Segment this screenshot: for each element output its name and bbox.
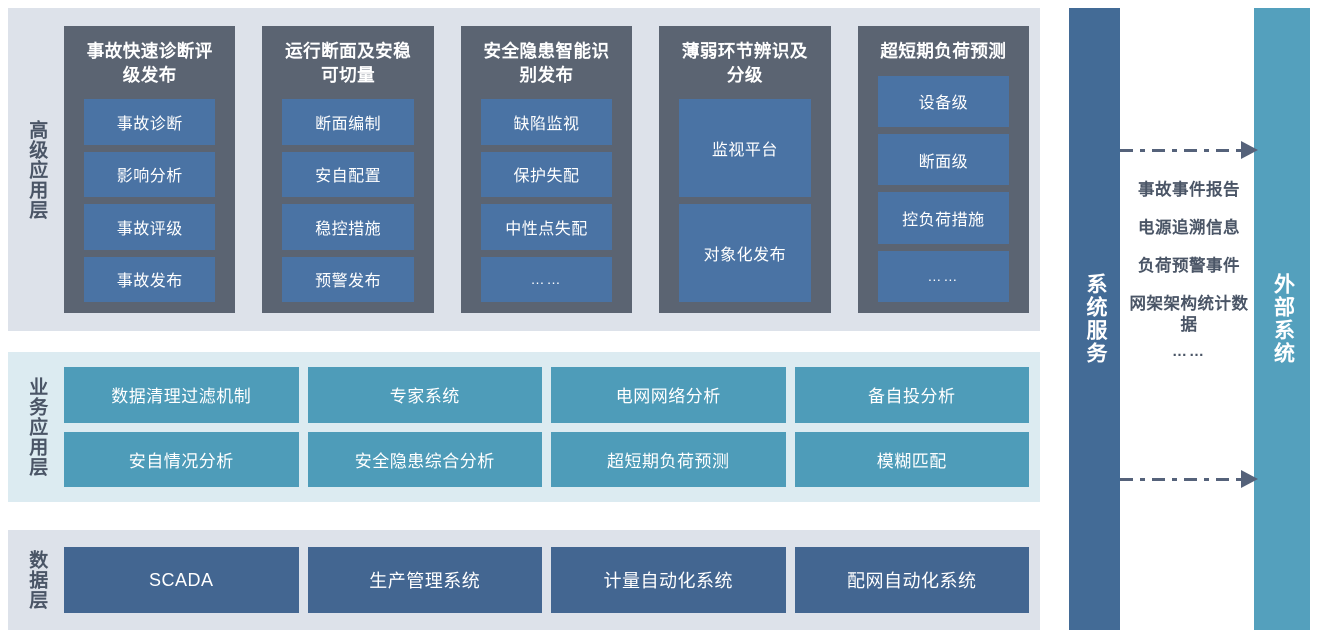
flow-label: 电源追溯信息 [1138,219,1240,238]
layer-stack: 高级应用层 事故快速诊断评级发布 事故诊断 影响分析 事故评级 事故发布 运行断… [8,8,1040,630]
group-card-hazard-identification[interactable]: 安全隐患智能识别发布 缺陷监视 保护失配 中性点失配 …… [460,26,633,313]
panel-advanced-application-layer: 高级应用层 事故快速诊断评级发布 事故诊断 影响分析 事故评级 事故发布 运行断… [8,8,1040,331]
group-title: 薄弱环节辨识及分级 [681,41,808,85]
arrow-head-icon [1241,470,1258,488]
external-system-bar[interactable]: 外部系统 [1254,8,1310,630]
group-item[interactable]: 对象化发布 [679,204,811,302]
group-item-more[interactable]: …… [480,256,613,302]
group-item[interactable]: 事故评级 [84,204,216,250]
group-item-more[interactable]: …… [877,250,1010,302]
group-items: 监视平台 对象化发布 [679,99,811,313]
data-source-item[interactable]: SCADA [64,547,299,613]
business-item[interactable]: 安自情况分析 [64,431,299,487]
business-item[interactable]: 模糊匹配 [794,431,1029,487]
layer-label-business: 业务应用层 [26,377,48,477]
panel-business-application-layer: 业务应用层 数据清理过滤机制 专家系统 电网网络分析 备自投分析 安自情况分析 … [8,352,1040,502]
group-title: 安全隐患智能识别发布 [483,41,610,85]
layer-label-advanced: 高级应用层 [26,119,48,220]
group-title: 运行断面及安稳可切量 [285,41,412,85]
group-title: 超短期负荷预测 [880,41,1007,61]
flow-label-more: …… [1172,342,1206,360]
group-items: 事故诊断 影响分析 事故评级 事故发布 [84,99,216,313]
dash-dot-line [1120,477,1242,481]
group-title: 事故快速诊断评级发布 [86,41,213,85]
group-item[interactable]: 事故诊断 [84,99,216,145]
advanced-group-columns: 事故快速诊断评级发布 事故诊断 影响分析 事故评级 事故发布 运行断面及安稳可切… [64,26,1030,313]
data-source-item[interactable]: 生产管理系统 [307,547,542,613]
group-item[interactable]: 断面级 [877,133,1010,186]
flow-label: 网架架构统计数据 [1129,295,1249,335]
group-item[interactable]: 保护失配 [480,151,613,198]
business-layer-body: 数据清理过滤机制 专家系统 电网网络分析 备自投分析 安自情况分析 安全隐患综合… [64,352,1040,502]
group-item[interactable]: 事故发布 [84,256,216,302]
group-item[interactable]: 控负荷措施 [877,192,1010,244]
data-source-item[interactable]: 计量自动化系统 [551,547,786,613]
group-item[interactable]: 设备级 [877,75,1010,127]
group-item[interactable]: 中性点失配 [480,204,613,250]
business-item[interactable]: 数据清理过滤机制 [64,367,299,423]
business-item[interactable]: 安全隐患综合分析 [307,431,542,487]
business-item[interactable]: 备自投分析 [794,367,1029,423]
arrow-head-icon [1241,141,1258,159]
flow-label: 负荷预警事件 [1138,257,1240,276]
flow-arrow-top [1120,141,1258,159]
data-layer-body: SCADA 生产管理系统 计量自动化系统 配网自动化系统 [64,530,1040,630]
group-item[interactable]: 缺陷监视 [480,99,613,145]
data-source-grid: SCADA 生产管理系统 计量自动化系统 配网自动化系统 [64,547,1029,613]
business-item[interactable]: 专家系统 [307,367,542,423]
group-item[interactable]: 影响分析 [84,151,216,198]
group-items: 设备级 断面级 控负荷措施 …… [877,75,1010,313]
flow-label-list: 事故事件报告 电源追溯信息 负荷预警事件 网架架构统计数据 …… [1125,180,1253,360]
panel-data-layer: 数据层 SCADA 生产管理系统 计量自动化系统 配网自动化系统 [8,530,1040,630]
layer-label-data: 数据层 [26,550,48,610]
group-items: 断面编制 安自配置 稳控措施 预警发布 [282,99,414,313]
business-item[interactable]: 电网网络分析 [551,367,786,423]
group-item[interactable]: 安自配置 [282,151,414,198]
group-card-section-stability[interactable]: 运行断面及安稳可切量 断面编制 安自配置 稳控措施 预警发布 [262,26,434,313]
group-card-ultra-short-term-load[interactable]: 超短期负荷预测 设备级 断面级 控负荷措施 …… [857,26,1030,313]
group-card-weak-link-grading[interactable]: 薄弱环节辨识及分级 监视平台 对象化发布 [659,26,831,313]
flow-label: 事故事件报告 [1138,181,1240,199]
group-item[interactable]: 断面编制 [282,99,414,145]
business-item[interactable]: 超短期负荷预测 [551,431,786,487]
business-item-grid: 数据清理过滤机制 专家系统 电网网络分析 备自投分析 安自情况分析 安全隐患综合… [64,367,1029,487]
dash-dot-line [1120,148,1242,152]
group-card-accident-diagnosis[interactable]: 事故快速诊断评级发布 事故诊断 影响分析 事故评级 事故发布 [64,26,236,313]
system-service-bar[interactable]: 系统服务 [1069,8,1120,630]
flow-arrow-bottom [1120,470,1258,488]
group-items: 缺陷监视 保护失配 中性点失配 …… [480,99,613,313]
group-item[interactable]: 预警发布 [282,256,414,302]
group-item[interactable]: 稳控措施 [282,204,414,250]
advanced-layer-body: 事故快速诊断评级发布 事故诊断 影响分析 事故评级 事故发布 运行断面及安稳可切… [64,8,1040,331]
group-item[interactable]: 监视平台 [679,99,811,198]
system-service-label: 系统服务 [1083,273,1107,365]
external-system-label: 外部系统 [1271,273,1295,365]
data-source-item[interactable]: 配网自动化系统 [794,547,1029,613]
